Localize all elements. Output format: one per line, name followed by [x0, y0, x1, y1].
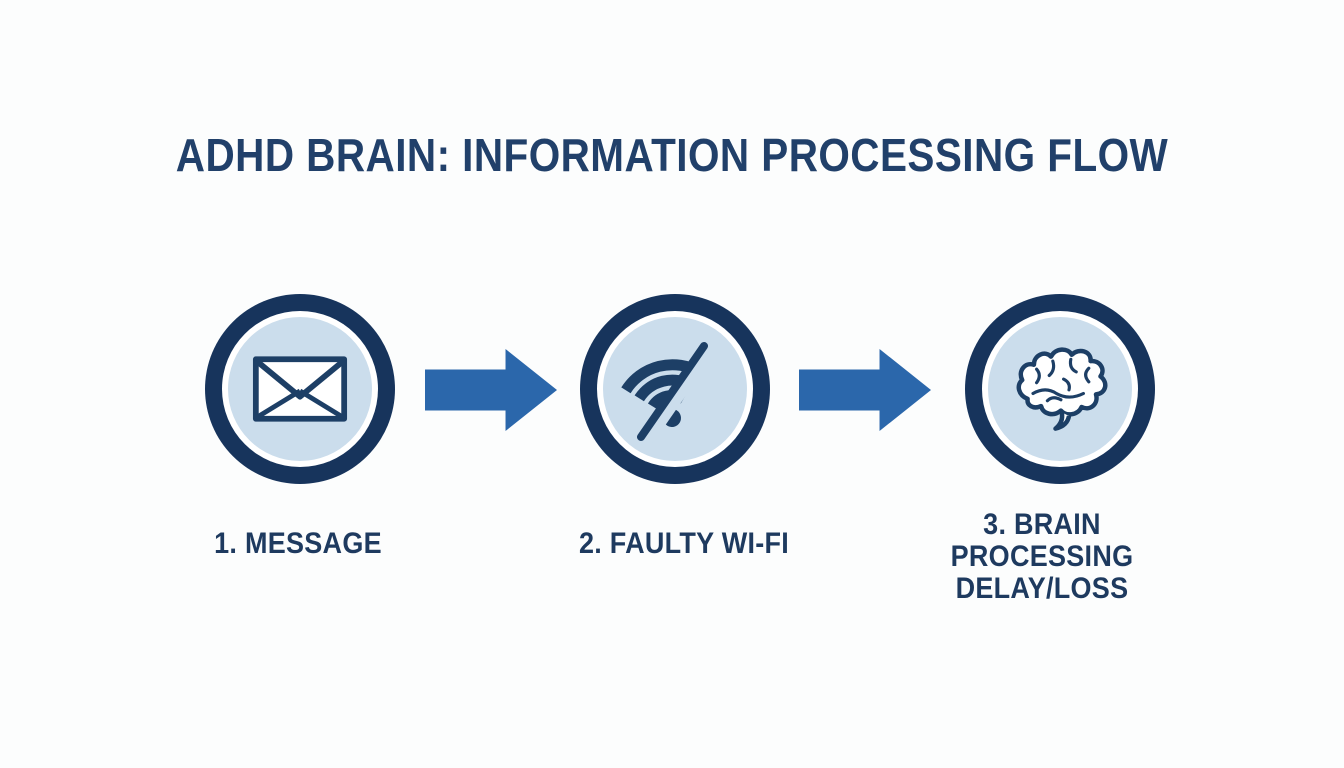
step-1-circle: [228, 317, 372, 461]
step-2-circle: [603, 317, 747, 461]
step-3-label-line-1: 3. BRAIN: [983, 508, 1101, 541]
brain-icon: [1016, 347, 1108, 431]
step-1-label: 1. MESSAGE: [214, 527, 382, 560]
diagram-title: ADHD BRAIN: INFORMATION PROCESSING FLOW: [175, 129, 1169, 181]
step-3-label-line-2: PROCESSING: [950, 540, 1134, 573]
step-3-label: 3. BRAIN PROCESSING DELAY/LOSS: [951, 509, 1134, 605]
step-2-label: 2. FAULTY WI-FI: [578, 527, 790, 560]
arrow-icon: [425, 349, 557, 431]
envelope-icon: [252, 356, 348, 422]
step-3-circle: [988, 317, 1132, 461]
step-3-label-line-3: DELAY/LOSS: [955, 572, 1129, 605]
wifi-off-icon: [621, 342, 717, 443]
arrow-icon: [799, 349, 931, 431]
